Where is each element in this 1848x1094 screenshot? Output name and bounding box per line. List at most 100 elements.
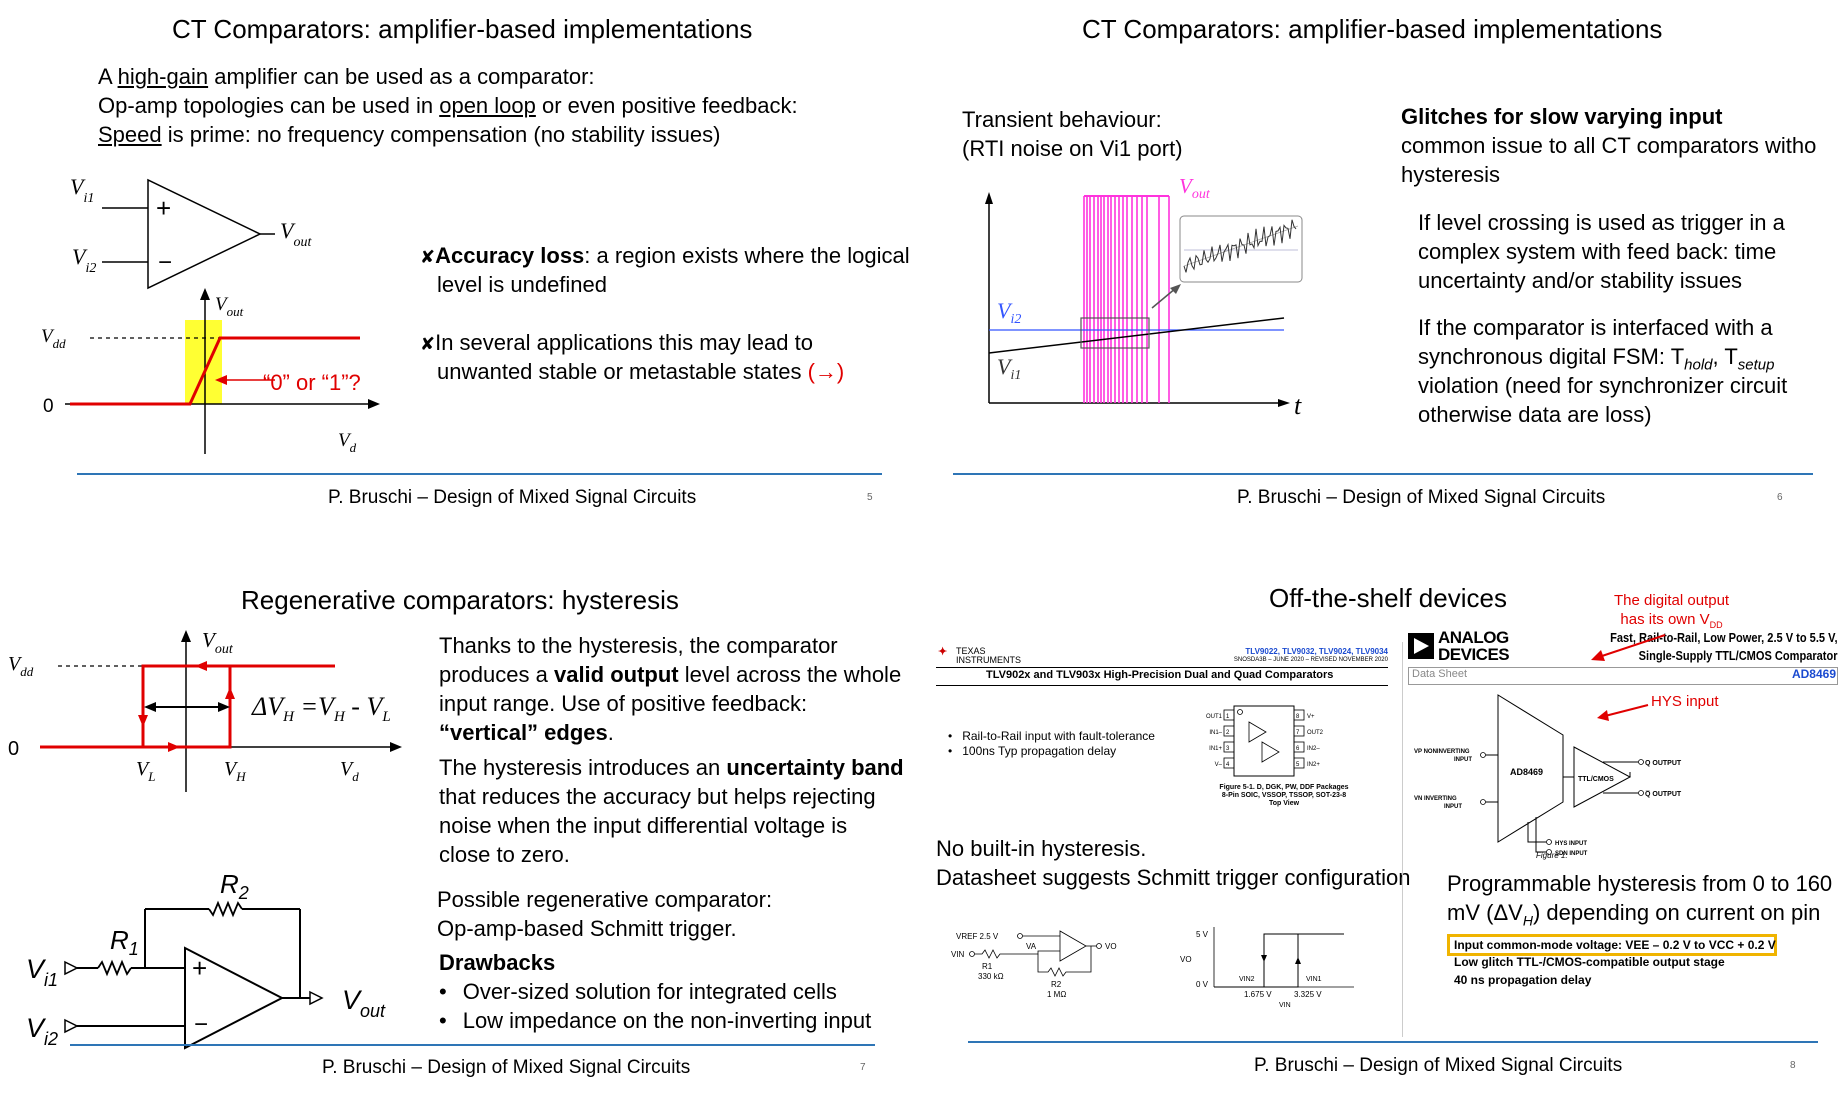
ti-parts: TLV9022, TLV9032, TLV9024, TLV9034 bbox=[1245, 647, 1388, 656]
svg-text:SDN INPUT: SDN INPUT bbox=[1555, 851, 1588, 857]
ti-hysteresis-transfer: 5 V 0 V VO VIN2 VIN1 1.675 V 3.325 V VIN bbox=[1180, 927, 1354, 1009]
pin-label: IN2– bbox=[1307, 746, 1320, 752]
hyst-para-2-line-4: close to zero. bbox=[439, 842, 570, 867]
adi-logo-icon bbox=[1408, 633, 1434, 659]
footer-rule bbox=[953, 473, 1813, 475]
svg-text:0: 0 bbox=[43, 396, 54, 417]
pin-label: IN1– bbox=[1209, 730, 1222, 736]
pin-label: OUT1 bbox=[1206, 714, 1223, 720]
pin-number: 7 bbox=[1296, 730, 1300, 736]
para-2-line-4: otherwise data are loss) bbox=[1418, 402, 1652, 427]
regen-line-2: Op-amp-based Schmitt trigger. bbox=[437, 916, 737, 941]
pin-label: V– bbox=[1215, 762, 1223, 768]
glitch-line-3: hysteresis bbox=[1401, 162, 1501, 187]
svg-text:AD8469: AD8469 bbox=[1510, 767, 1543, 777]
page-number: 6 bbox=[1777, 492, 1783, 503]
svg-text:Vi1: Vi1 bbox=[70, 174, 94, 206]
svg-text:Vdd: Vdd bbox=[41, 326, 66, 351]
adi-part-number: AD8469 bbox=[1791, 667, 1836, 681]
pin-label: IN2+ bbox=[1307, 762, 1320, 768]
pin-number: 3 bbox=[1226, 746, 1230, 752]
pin-number: 6 bbox=[1296, 746, 1300, 752]
hyst-para-2-line-1: The hysteresis introduces an uncertainty… bbox=[439, 755, 904, 780]
svg-text:VIN1: VIN1 bbox=[1306, 976, 1322, 983]
footer-rule bbox=[968, 1041, 1818, 1043]
cross-icon: ✘ bbox=[420, 247, 436, 267]
footer-text: P. Bruschi – Design of Mixed Signal Circ… bbox=[322, 1057, 691, 1078]
transient-plot: Vout Vi2 Vi1 t bbox=[985, 174, 1303, 420]
hyst-para-1-line-1: Thanks to the hysteresis, the comparator bbox=[439, 633, 838, 658]
page-number: 8 bbox=[1790, 1060, 1796, 1071]
svg-text:VO: VO bbox=[1180, 955, 1192, 964]
hyst-para-1-line-2: produces a valid output level across the… bbox=[439, 662, 902, 687]
footer-rule bbox=[77, 473, 882, 475]
intro-line-1: A high-gain amplifier can be used as a c… bbox=[98, 64, 595, 89]
pin-number: 4 bbox=[1226, 762, 1230, 768]
transient-label-2: (RTI noise on Vi1 port) bbox=[962, 136, 1183, 161]
plus-sign: + bbox=[156, 193, 171, 223]
slide-7: Regenerative comparators: hysteresis ΔVH… bbox=[0, 547, 924, 1094]
minus-sign: − bbox=[158, 249, 172, 276]
pin-label: OUT2 bbox=[1307, 730, 1324, 736]
svg-text:Vi2: Vi2 bbox=[72, 244, 96, 276]
ti-bullet-1: • Rail-to-Rail input with fault-toleranc… bbox=[948, 729, 1155, 743]
intro-line-2: Op-amp topologies can be used in open lo… bbox=[98, 93, 798, 118]
drawback-1: •Over-sized solution for integrated cell… bbox=[439, 979, 837, 1004]
pin-label: V+ bbox=[1307, 714, 1315, 720]
pin-number: 8 bbox=[1296, 714, 1300, 720]
undefined-label: “0” or “1”? bbox=[263, 370, 361, 395]
no-hysteresis-line: No built-in hysteresis. bbox=[936, 836, 1147, 861]
svg-text:Vdd: Vdd bbox=[8, 653, 34, 679]
svg-text:Vout: Vout bbox=[215, 294, 244, 319]
svg-text:Vi2: Vi2 bbox=[997, 298, 1021, 327]
svg-text:VREF 2.5 V: VREF 2.5 V bbox=[956, 932, 999, 941]
svg-text:Vi2: Vi2 bbox=[26, 1013, 58, 1049]
glitch-heading: Glitches for slow varying input bbox=[1401, 104, 1723, 129]
footer-text: P. Bruschi – Design of Mixed Signal Circ… bbox=[328, 487, 697, 508]
page-number: 7 bbox=[860, 1062, 866, 1073]
svg-text:Vi1: Vi1 bbox=[26, 954, 58, 990]
svg-text:VP NONINVERTING: VP NONINVERTING bbox=[1414, 749, 1470, 755]
ti-heading: TLV902x and TLV903x High-Precision Dual … bbox=[986, 669, 1334, 681]
svg-text:VO: VO bbox=[1105, 942, 1117, 951]
footer-text: P. Bruschi – Design of Mixed Signal Circ… bbox=[1254, 1055, 1623, 1076]
slide-title: Regenerative comparators: hysteresis bbox=[241, 585, 679, 615]
svg-text:VN INVERTING: VN INVERTING bbox=[1414, 796, 1457, 802]
para-2-line-2: synchronous digital FSM: Thold, Tsetup bbox=[1418, 344, 1775, 374]
para-2-line-1: If the comparator is interfaced with a bbox=[1418, 315, 1773, 340]
svg-text:R2: R2 bbox=[1051, 980, 1062, 989]
schmitt-trigger-schematic: + − R2 R1 Vi1 Vi2 Vout bbox=[26, 869, 386, 1050]
slide-title: CT Comparators: amplifier-based implemen… bbox=[1082, 14, 1663, 44]
annotation-arrow-hys-input bbox=[1597, 704, 1649, 721]
svg-text:VIN2: VIN2 bbox=[1239, 976, 1255, 983]
svg-text:ΔVH =VH - VL: ΔVH =VH - VL bbox=[251, 692, 391, 725]
page-number: 5 bbox=[867, 492, 873, 503]
annotation-hys-input: HYS input bbox=[1651, 693, 1719, 710]
bullet-accuracy-loss: ✘Accuracy loss: a region exists where th… bbox=[420, 243, 910, 268]
svg-text:0 V: 0 V bbox=[1196, 980, 1209, 989]
svg-text:INPUT: INPUT bbox=[1444, 804, 1462, 810]
svg-text:+: + bbox=[192, 953, 207, 983]
svg-text:VIN: VIN bbox=[951, 950, 965, 959]
slide-title: CT Comparators: amplifier-based implemen… bbox=[172, 14, 753, 44]
transfer-curve bbox=[70, 336, 360, 406]
hyst-para-2-line-3: noise when the input differential voltag… bbox=[439, 813, 848, 838]
hyst-para-1-line-4: “vertical” edges. bbox=[439, 720, 614, 745]
svg-text:VA: VA bbox=[1026, 942, 1037, 951]
cross-icon: ✘ bbox=[420, 334, 436, 354]
undefined-region bbox=[185, 320, 222, 404]
para-1-line-2: complex system with feed back: time bbox=[1418, 239, 1777, 264]
feature-cm-voltage: Input common-mode voltage: VEE – 0.2 V t… bbox=[1447, 934, 1777, 956]
adi-figure-caption: Figure 1. bbox=[1536, 851, 1568, 860]
svg-text:Vout: Vout bbox=[342, 985, 386, 1021]
footer-rule bbox=[70, 1044, 875, 1046]
divider-line bbox=[1402, 642, 1403, 1037]
schmitt-suggestion-line: Datasheet suggests Schmitt trigger confi… bbox=[936, 865, 1411, 890]
hysteresis-curve: ΔVH =VH - VL Vdd 0 Vout VL VH Vd bbox=[8, 628, 402, 792]
svg-text:R2: R2 bbox=[220, 869, 249, 903]
svg-text:Vd: Vd bbox=[340, 758, 359, 784]
